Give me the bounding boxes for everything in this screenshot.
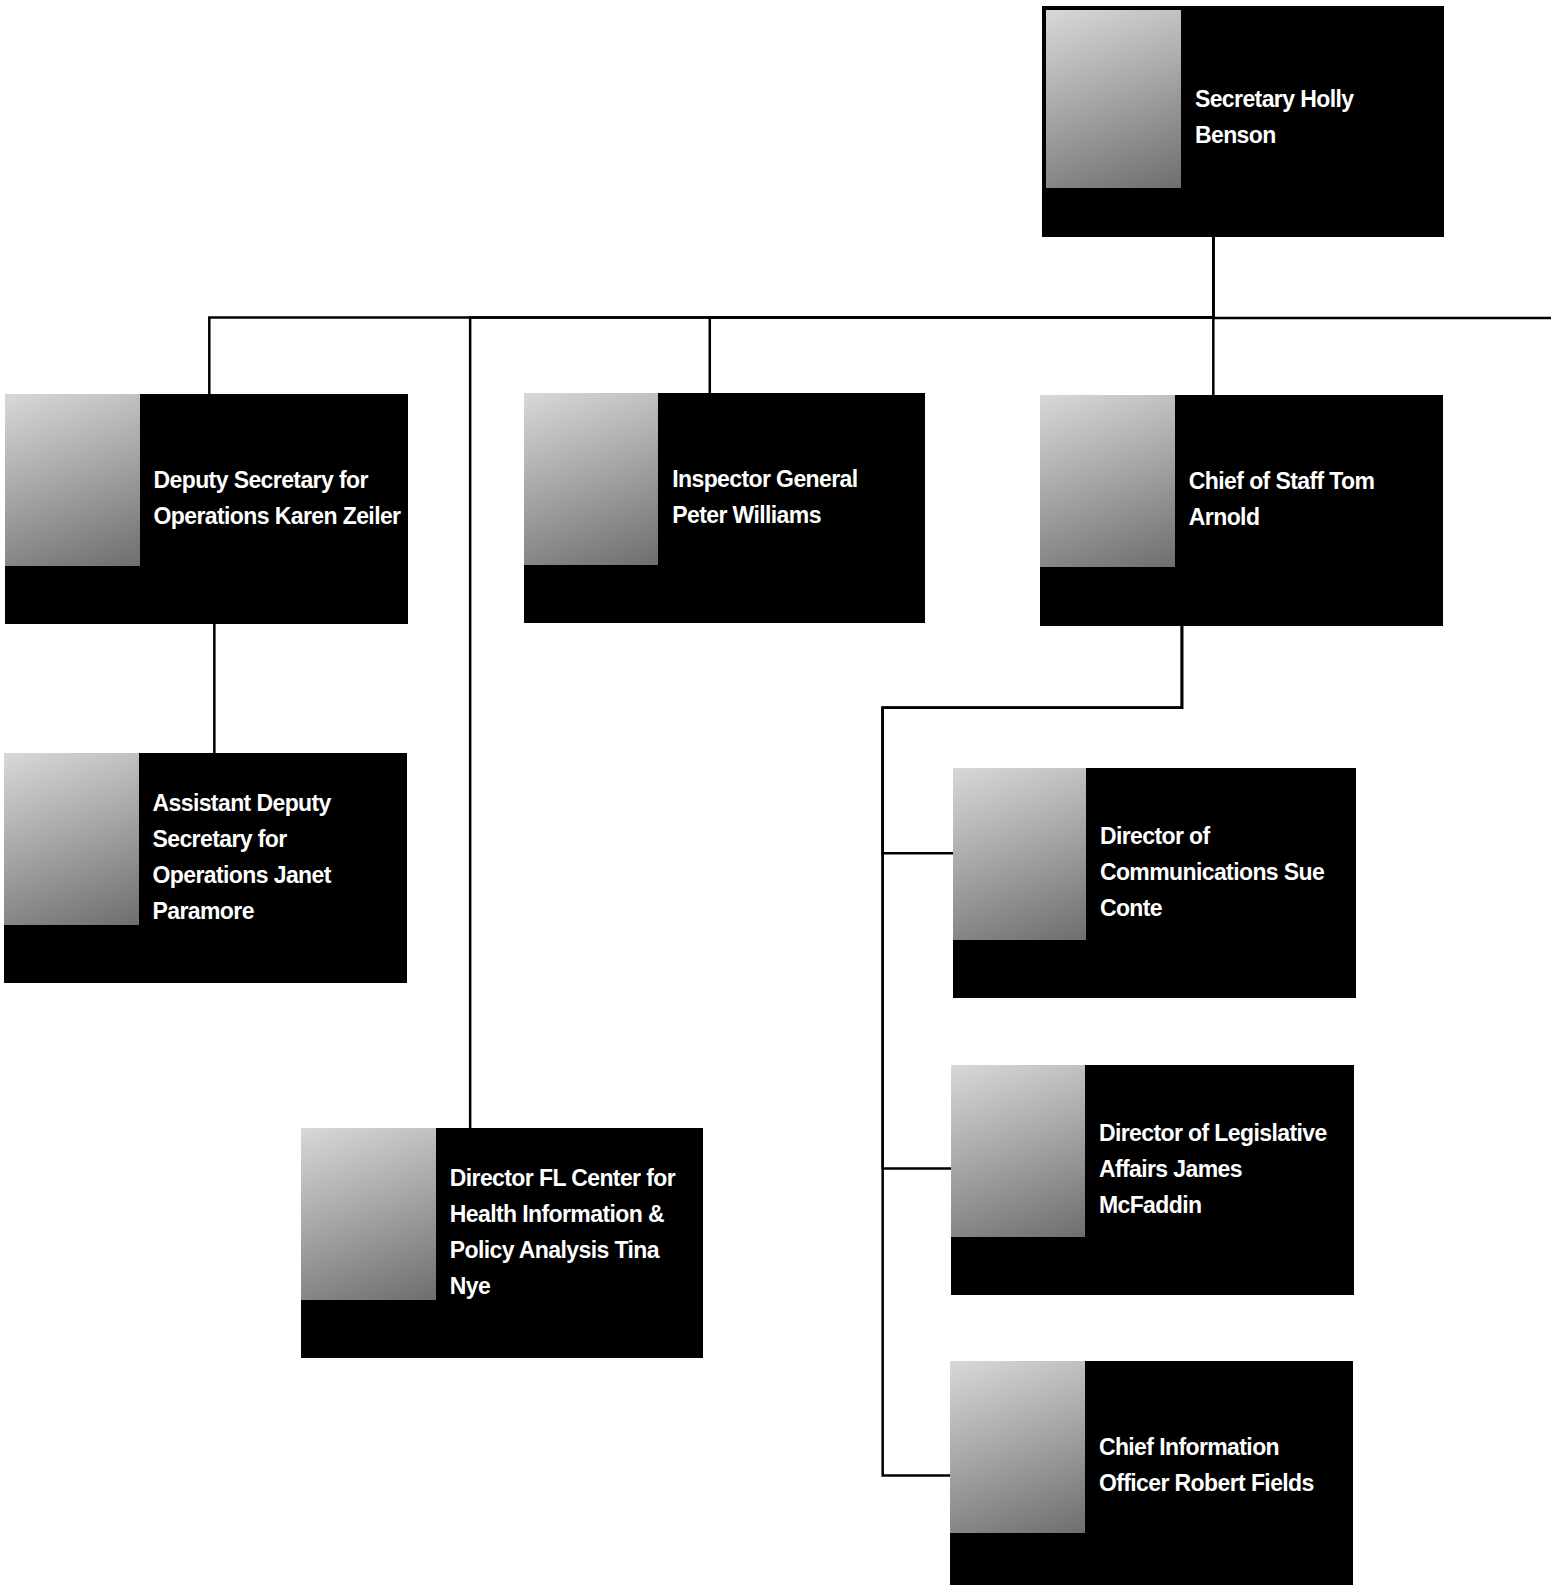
title-name-text: Director of Legislative Affairs James Mc…	[1099, 1115, 1346, 1223]
person-box: Deputy Secretary for Operations Karen Ze…	[5, 394, 408, 624]
person-box: Director FL Center for Health Informatio…	[301, 1128, 702, 1358]
org-connector	[883, 626, 1182, 1476]
title-name-text: Inspector General Peter Williams	[672, 461, 917, 533]
portrait-photo	[5, 394, 139, 566]
org-connector	[1212, 237, 1215, 396]
portrait-photo	[1046, 10, 1180, 188]
title-name-text: Director FL Center for Health Informatio…	[450, 1160, 695, 1304]
title-name-text: Deputy Secretary for Operations Karen Ze…	[154, 462, 401, 534]
person-box: Chief of Staff Tom Arnold	[1040, 395, 1442, 626]
person-box: Inspector General Peter Williams	[524, 393, 925, 623]
org-connector	[209, 237, 1213, 395]
portrait-photo	[301, 1128, 435, 1300]
person-box: Assistant Deputy Secretary for Operation…	[4, 753, 407, 983]
portrait-photo	[951, 1065, 1084, 1237]
offpage-line	[1213, 317, 1551, 320]
person-box: Secretary Holly Benson	[1042, 6, 1443, 237]
title-name-text: Director of Communications Sue Conte	[1100, 818, 1348, 926]
person-box: Chief Information Officer Robert Fields	[950, 1361, 1352, 1585]
person-box: Director of Legislative Affairs James Mc…	[951, 1065, 1353, 1296]
portrait-photo	[524, 393, 658, 565]
person-box: Director of Communications Sue Conte	[953, 768, 1355, 998]
portrait-photo	[953, 768, 1085, 940]
title-name-text: Secretary Holly Benson	[1195, 81, 1436, 153]
title-name-text: Assistant Deputy Secretary for Operation…	[153, 785, 400, 929]
portrait-photo	[4, 753, 138, 925]
title-name-text: Chief of Staff Tom Arnold	[1189, 463, 1435, 535]
org-connector	[710, 237, 1214, 394]
title-name-text: Chief Information Officer Robert Fields	[1099, 1429, 1345, 1501]
portrait-photo	[950, 1361, 1084, 1533]
portrait-photo	[1040, 395, 1174, 567]
org-connector	[213, 624, 216, 753]
